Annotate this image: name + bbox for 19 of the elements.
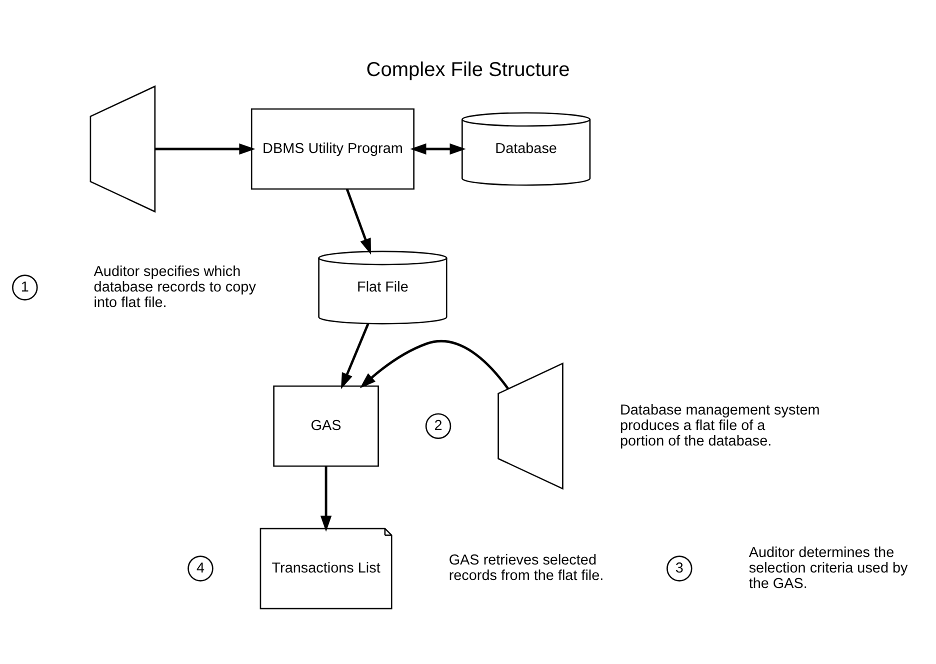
arrow <box>346 188 372 255</box>
arrow <box>155 143 256 155</box>
label: 1 <box>20 279 29 296</box>
diagram-title: Complex File Structure <box>366 58 570 81</box>
label: 3 <box>675 560 684 576</box>
node-trapezoid <box>90 85 156 213</box>
node-box: DBMS Utility Program <box>250 108 414 190</box>
arrow <box>340 323 370 390</box>
node-trapezoid <box>498 362 564 490</box>
node-box: GAS <box>273 385 379 467</box>
label: Database management system produces a flat file of a portion of the database. <box>620 402 820 450</box>
arrow <box>320 466 332 532</box>
label: Auditor determines the selection criteria used by the GAS. <box>748 544 908 592</box>
arrow <box>410 143 466 155</box>
label: 4 <box>196 560 204 576</box>
label: Auditor specifies which database records to copy into flat file. <box>94 264 256 311</box>
label: GAS retrieves selected records from the flat file. <box>448 552 604 584</box>
label: 2 <box>434 418 442 434</box>
arrow <box>360 340 510 390</box>
